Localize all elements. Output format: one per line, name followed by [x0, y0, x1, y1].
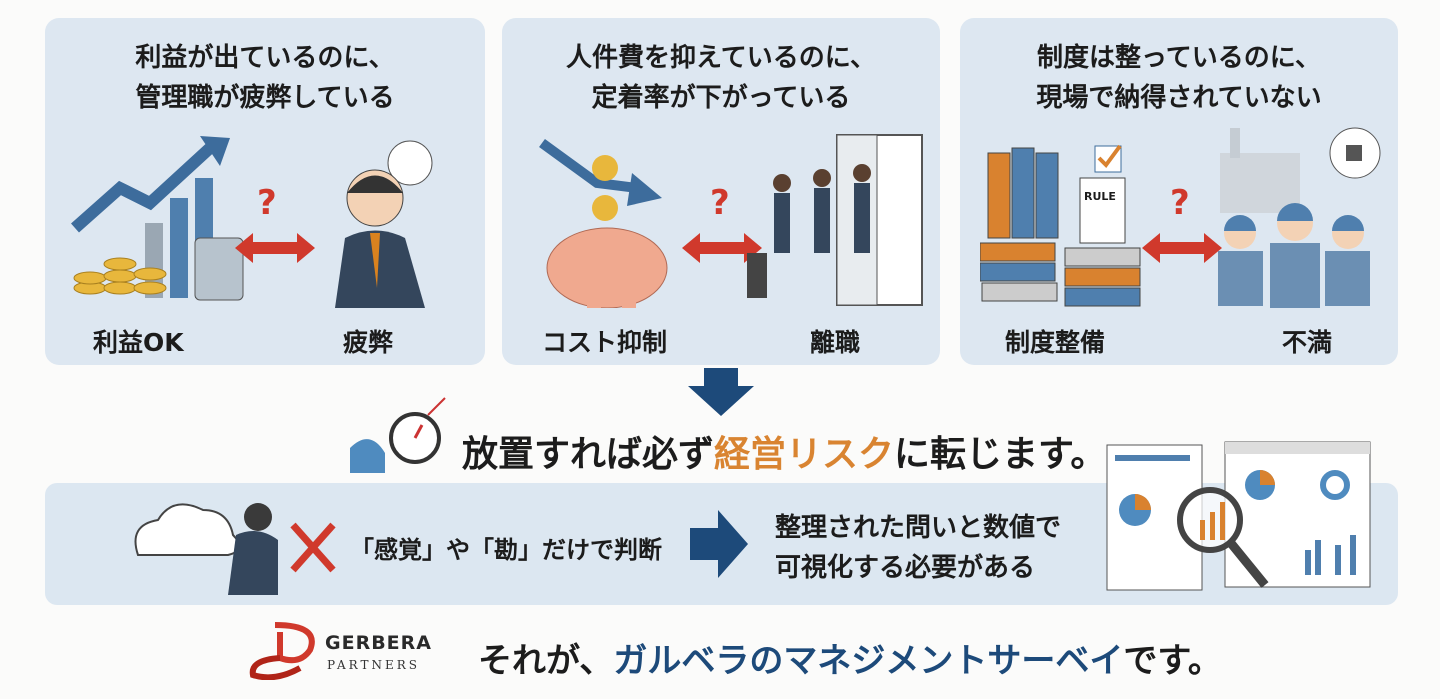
need-line: 可視化する必要がある: [775, 553, 1036, 583]
label-fatigue: 疲弊: [343, 328, 394, 357]
question-mark: ?: [710, 183, 730, 223]
wave-stopwatch-bomb-icon: [350, 397, 446, 473]
intuition-judgment-text: 「感覚」や「勘」だけで判断: [350, 536, 662, 564]
closing-text: それが、: [478, 641, 614, 681]
closing-text: です。: [1123, 641, 1222, 681]
problem-panel-profit: 利益が出ているのに、管理職が疲弊している ? 利益OK 疲弊: [45, 18, 485, 365]
tired-manager-icon: [335, 140, 433, 308]
dissatisfied-workers-icon: [1218, 127, 1381, 308]
title-line: 利益が出ているのに、: [135, 43, 395, 73]
intuition-person-cloud-icon: [134, 503, 336, 595]
title-line: 人件費を抑えているのに、: [566, 43, 876, 73]
double-arrow-icon: [1142, 233, 1222, 263]
visualization-need-text: 整理された問いと数値で可視化する必要がある: [775, 508, 1061, 588]
panel-title: 利益が出ているのに、管理職が疲弊している: [45, 38, 485, 118]
label-profit-ok: 利益OK: [93, 328, 184, 357]
closing-statement: それが、ガルベラのマネジメントサーベイです。: [478, 633, 1222, 682]
report-dashboard-magnifier-icon: [1106, 441, 1371, 591]
title-line: 定着率が下がっている: [591, 83, 851, 113]
employees-leaving-door-icon: [747, 134, 923, 306]
growth-chart-coins-icon: [71, 136, 244, 301]
risk-highlight: 経営リスク: [714, 434, 895, 475]
logo-subname: PARTNERS: [327, 658, 420, 672]
gerbera-logo-mark-icon: [249, 622, 315, 680]
label-turnover: 離職: [810, 328, 861, 357]
closing-highlight: ガルベラのマネジメントサーベイ: [613, 641, 1124, 681]
double-arrow-icon: [235, 233, 315, 263]
question-mark: ?: [257, 183, 277, 223]
title-line: 管理職が疲弊している: [135, 83, 395, 113]
problem-panel-cost: 人件費を抑えているのに、定着率が下がっている ? コスト抑制 離職: [502, 18, 940, 365]
rule-document-label: RULE: [1084, 190, 1116, 203]
risk-statement: 放置すれば必ず経営リスクに転じます。: [462, 425, 1106, 477]
title-line: 現場で納得されていない: [1036, 83, 1322, 113]
logo-name: GERBERA: [325, 632, 433, 654]
binders-books-icon: [980, 144, 1141, 307]
label-dissatisfaction: 不満: [1282, 328, 1333, 357]
label-system-maintained: 制度整備: [1005, 328, 1106, 357]
need-line: 整理された問いと数値で: [775, 513, 1062, 543]
double-arrow-icon: [682, 233, 762, 263]
title-line: 制度は整っているのに、: [1037, 43, 1321, 73]
right-arrow-icon: [690, 510, 748, 578]
down-arrow-icon: [688, 368, 754, 416]
problem-panel-system: 制度は整っているのに、現場で納得されていない RULE ? 制度整備 不満: [960, 18, 1398, 365]
panel-title: 人件費を抑えているのに、定着率が下がっている: [502, 38, 940, 118]
risk-text: 放置すれば必ず: [462, 434, 715, 475]
piggy-bank-icon: [539, 138, 668, 308]
label-cost-control: コスト抑制: [542, 328, 668, 357]
risk-text: に転じます。: [894, 434, 1107, 475]
question-mark: ?: [1170, 183, 1190, 223]
panel-title: 制度は整っているのに、現場で納得されていない: [960, 38, 1398, 118]
